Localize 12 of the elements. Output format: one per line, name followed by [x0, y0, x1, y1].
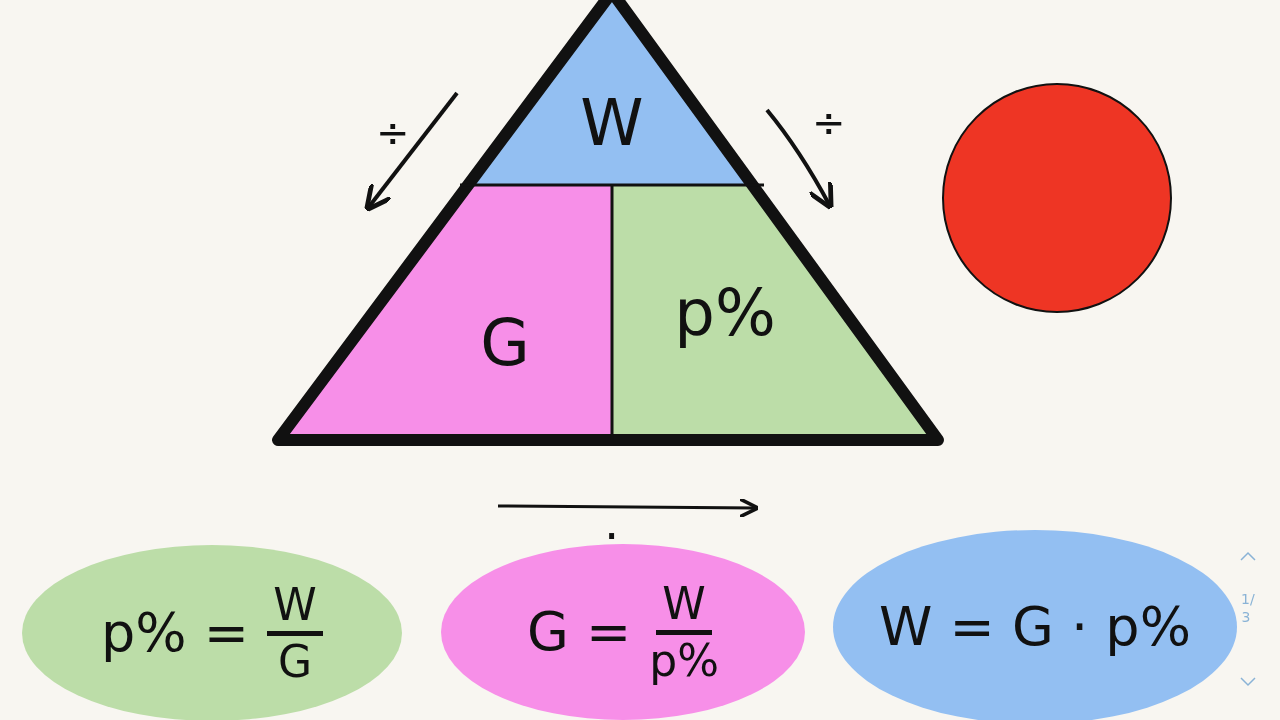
variable-label: W — [580, 90, 644, 155]
denominator: p% — [649, 638, 719, 683]
denominator: G — [277, 639, 313, 684]
operator-symbol: ÷ — [812, 102, 846, 142]
numerator: W — [662, 581, 706, 626]
numerator: W — [273, 582, 317, 627]
operator-symbol: · — [604, 512, 620, 560]
variable-label: G — [480, 310, 530, 375]
formula-text: G = — [527, 605, 632, 659]
operator-symbol: ÷ — [376, 112, 410, 152]
formula-text: W = G · p% — [879, 600, 1191, 654]
formula-text: p% = — [101, 606, 249, 660]
